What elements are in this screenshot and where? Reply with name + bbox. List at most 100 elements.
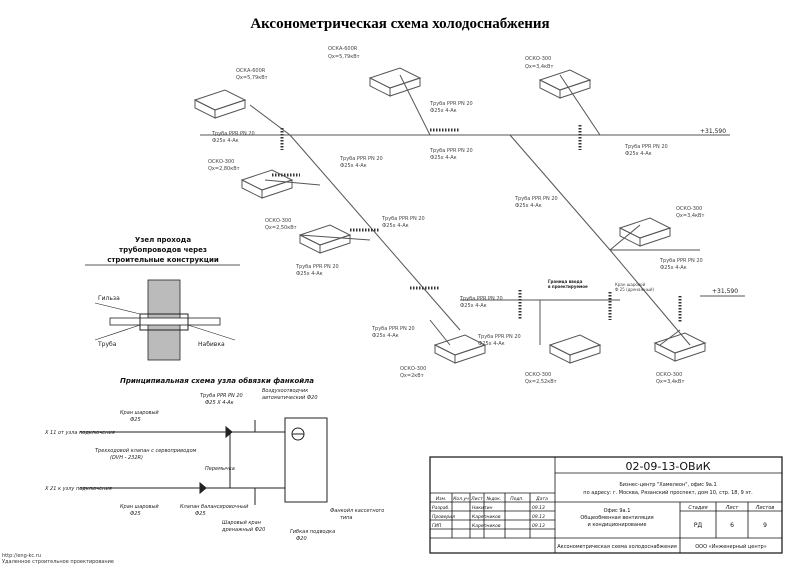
stamp-header: Кол.уч: [453, 496, 469, 502]
supply-label: X 11 от узла подключения: [44, 430, 115, 436]
valve-note: Ф 25 (дренажный): [615, 287, 654, 292]
elevation-mark: +31,590: [712, 288, 738, 295]
node-sleeve-label: Гильза: [98, 295, 120, 302]
fancoil-title: Принципиальная схема узла обвязки фанкой…: [120, 377, 314, 385]
sheet-value: 6: [730, 522, 734, 529]
wall-section: [94, 279, 236, 361]
pipe-label: Труба PPR PN 20: [659, 258, 703, 264]
stage-value: РД: [694, 522, 703, 529]
valve-note: Кран шаровой: [615, 282, 646, 287]
stamp-person: Карепников: [472, 523, 501, 529]
stamp-header: №док.: [486, 496, 502, 502]
company-name: ООО «Инженерный центр»: [695, 543, 767, 550]
pipe-label: Труба PPR PN 20: [477, 334, 521, 340]
object-name: и кондиционирование: [588, 522, 647, 528]
fancoil-unit-label: типа: [340, 515, 353, 521]
crossing-label: Граница ввода: [548, 279, 583, 284]
unit-label-name: ОСКО-300: [208, 159, 234, 165]
three-way-label: Трехходовой клапан с сервоприводом: [95, 448, 197, 454]
project-address: по адресу: г. Москва, Рязанский проспект…: [583, 489, 753, 496]
pipe-label: Труба PPR PN 20: [429, 101, 473, 107]
elevation-mark: +31,590: [700, 128, 726, 135]
main-pipe-diagonal: [289, 134, 461, 331]
pipe-label: Труба PPR PN 20: [624, 144, 668, 150]
unit-label-q: Qх=3,4кВт: [525, 64, 553, 70]
pipe-label: Труба PPR PN 20: [429, 148, 473, 154]
return-label: X 21 к узлу подключения: [44, 486, 112, 492]
node-packing-label: Набивка: [198, 341, 225, 348]
three-way-label: (DVH - 232R): [110, 455, 143, 461]
unit-label-q: Qх=5,79кВт: [236, 75, 268, 81]
footnote-url: http://eng-kc.ru: [2, 553, 41, 559]
unit-label-name: ОСКА-600R: [328, 46, 358, 52]
stamp-person: Никитин: [472, 505, 492, 511]
unit-label-q: Qх=2,80кВт: [208, 166, 240, 172]
pipe-label: Ф25х 4-Ак: [660, 265, 687, 271]
unit-label-q: Qх=3,4кВт: [676, 213, 704, 219]
unit-box-9: [653, 332, 707, 362]
balancing-label: Ф25: [195, 511, 206, 517]
crossing-label: в проектируемое: [548, 284, 588, 289]
unit-label-q: Qх=2,50кВт: [265, 225, 297, 231]
stamp-header: Лист: [470, 496, 483, 502]
node-title: строительные конструкции: [107, 256, 219, 264]
ball-valve-bottom-label: Кран шаровый: [120, 504, 159, 510]
ball-valve-top-label: Ф25: [130, 417, 141, 423]
stamp-header: Подп.: [510, 496, 524, 502]
pipe-note: Ф25 X 4-Ак: [205, 400, 234, 406]
pipe-label: Ф25х 4-Ак: [296, 271, 323, 277]
drawing-title: Аксонометрическая схема холодоснабжения: [557, 544, 677, 550]
pipe-label: Ф25х 4-Ак: [372, 333, 399, 339]
drain-bath-label: Ф20: [296, 536, 307, 542]
balancing-label: Клапан балансировочный: [180, 504, 249, 510]
stamp-person: Карепников: [472, 514, 501, 520]
stamp-role: Разраб.: [432, 505, 450, 511]
node-title: Узел прохода: [135, 236, 191, 244]
unit-box-2: [368, 67, 422, 97]
stamp-role: Проверил: [432, 514, 455, 520]
pipe-label: Труба PPR PN 20: [459, 296, 503, 302]
stamp-date: 09.13: [532, 523, 545, 529]
pipe-label: Ф25х 4-Ак: [478, 341, 505, 347]
fancoil-piping: [80, 417, 328, 505]
stage-header: Стадия: [688, 505, 707, 511]
object-name: Офис 9а.1: [604, 508, 631, 514]
pipe-label: Ф25х 4-Ак: [460, 303, 487, 309]
sheets-value: 9: [763, 522, 767, 529]
pipe-label: Труба PPR PN 20: [339, 156, 383, 162]
unit-label-name: ОСКО-300: [525, 372, 551, 378]
object-name: Общеобменная вентиляция: [580, 515, 653, 521]
pipe-label: Труба PPR PN 20: [381, 216, 425, 222]
pipe-label: Труба PPR PN 20: [371, 326, 415, 332]
unit-label-q: Qх=2,52кВт: [525, 379, 557, 385]
stamp-role: ГИП: [432, 523, 442, 529]
unit-box-4: [240, 169, 294, 199]
footnote-text: Удаленное строительное проектирование: [2, 559, 114, 565]
stamp-header: Изм.: [436, 496, 447, 502]
ball-valve-top-label: Кран шаровый: [120, 410, 159, 416]
air-vent-label: Воздухоотводчик: [262, 388, 308, 394]
pipe-note: Труба PPR PN 20: [200, 393, 243, 399]
drain-bath-label: Гибкая подводка: [290, 529, 335, 535]
node-pipe-label: Труба: [97, 341, 117, 348]
node-title: трубопроводов через: [119, 246, 207, 254]
sheets-header: Листов: [755, 505, 775, 511]
pipe-label: Труба PPR PN 20: [211, 131, 255, 137]
pipe-label: Труба PPR PN 20: [514, 196, 558, 202]
unit-label-name: ОСКО-300: [400, 366, 426, 372]
unit-box-3: [538, 69, 592, 99]
unit-box-6: [618, 217, 672, 247]
unit-label-q: Qх=2кВт: [400, 373, 424, 379]
fancoil-unit-label: Фанкойл кассетного: [330, 508, 384, 514]
title-block: [429, 456, 783, 554]
air-vent-label: автоматический Ф20: [262, 395, 318, 401]
pipe-label: Ф25х 4-Ак: [515, 203, 542, 209]
unit-label-name: ОСКО-300: [656, 372, 682, 378]
drain-valve-label: Шаровый кран: [222, 520, 262, 526]
pipe-label: Ф25х 4-Ак: [340, 163, 367, 169]
unit-box-7: [433, 334, 487, 364]
stamp-date: 09.13: [532, 505, 545, 511]
pipe-label: Ф25х 4-Ак: [430, 108, 457, 114]
pipe-label: Ф25х 4-Ак: [430, 155, 457, 161]
